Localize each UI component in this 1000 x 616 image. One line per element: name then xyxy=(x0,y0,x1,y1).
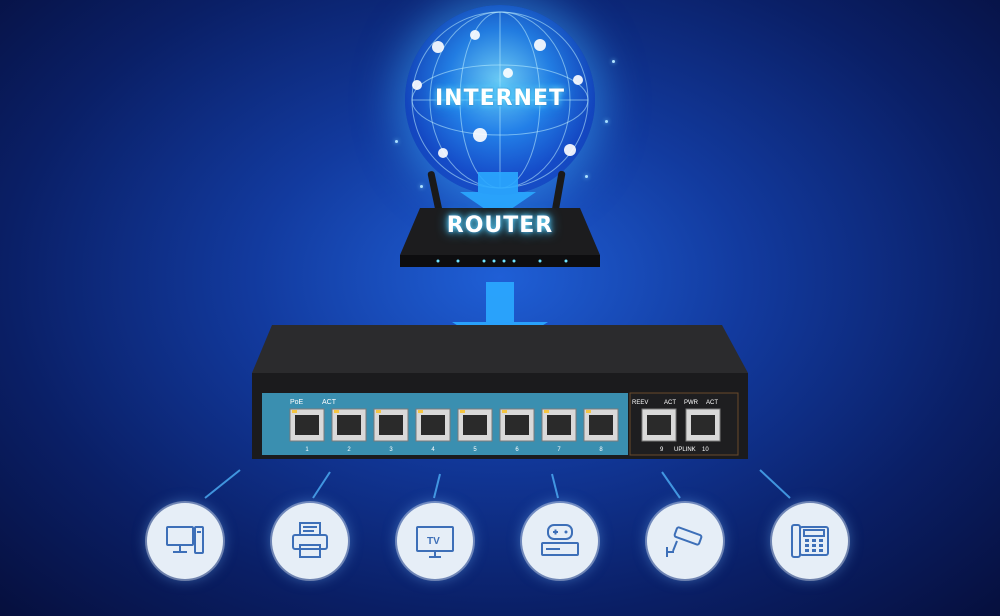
router-device xyxy=(400,170,600,267)
port-led xyxy=(586,410,591,413)
device-tv: TV xyxy=(397,503,473,579)
port-led xyxy=(292,410,297,413)
desk-phone-icon xyxy=(791,524,829,558)
port-number: 5 xyxy=(473,447,477,453)
link-icon xyxy=(534,39,546,51)
switch-act-label: ACT xyxy=(322,399,337,406)
ethernet-port-socket xyxy=(505,415,529,435)
port-number: 7 xyxy=(557,447,561,453)
ethernet-port-socket xyxy=(547,415,571,435)
home-icon xyxy=(412,80,422,90)
switch-poe-label: PoE xyxy=(290,399,304,406)
port-led xyxy=(334,410,339,413)
ethernet-port-socket xyxy=(295,415,319,435)
uplink-label: UPLINK xyxy=(674,447,696,453)
users-icon xyxy=(503,68,513,78)
internet-label: INTERNET xyxy=(434,86,566,111)
uplink-pwr-label: PWR xyxy=(684,400,699,406)
uplink-act2-label: ACT xyxy=(706,400,718,406)
router-label: ROUTER xyxy=(446,213,554,238)
port-led xyxy=(544,410,549,413)
port-number: 8 xyxy=(599,447,603,453)
lock-icon xyxy=(573,75,583,85)
uplink-port9-number: 9 xyxy=(660,447,664,453)
port-led xyxy=(418,410,423,413)
router-front xyxy=(400,255,600,267)
network-switch: PoE ACT 1 2 3 4 5 6 7 8 REEV ACT PWR ACT 9 UPLI… xyxy=(252,325,748,459)
ethernet-port-socket xyxy=(589,415,613,435)
security-camera-icon xyxy=(666,526,703,557)
connector-line xyxy=(312,471,331,499)
arrow-internet-to-router xyxy=(460,172,536,218)
signal-icon xyxy=(438,148,448,158)
port-number: 6 xyxy=(515,447,519,453)
connector-line xyxy=(204,469,241,499)
uplink-port-socket xyxy=(647,415,671,435)
device-game-console xyxy=(522,503,598,579)
uplink-port-socket xyxy=(691,415,715,435)
device-desk-phone xyxy=(772,503,848,579)
connector-line xyxy=(661,471,681,499)
connector-line xyxy=(551,473,559,499)
sparkle xyxy=(420,185,423,188)
ethernet-port-socket xyxy=(337,415,361,435)
ethernet-port-socket xyxy=(463,415,487,435)
uplink-port10-number: 10 xyxy=(702,447,709,453)
ethernet-port-socket xyxy=(421,415,445,435)
port-led xyxy=(376,410,381,413)
sparkle xyxy=(395,140,398,143)
uplink-reev-label: REEV xyxy=(632,400,648,406)
printer-icon xyxy=(292,522,328,558)
tv-icon-text: TV xyxy=(427,536,440,547)
port-number: 1 xyxy=(305,447,309,453)
port-number: 4 xyxy=(431,447,435,453)
port-led xyxy=(502,410,507,413)
device-security-camera xyxy=(647,503,723,579)
device-desktop xyxy=(147,503,223,579)
tv-icon: TV xyxy=(416,526,454,558)
globe-node-icon xyxy=(432,41,444,53)
desktop-computer-icon xyxy=(166,526,204,554)
sparkle xyxy=(612,60,615,63)
port-number: 2 xyxy=(347,447,351,453)
port-led xyxy=(460,410,465,413)
game-console-icon xyxy=(541,524,579,556)
uplink-act-label: ACT xyxy=(664,400,676,406)
router-top xyxy=(400,208,600,255)
connector-line xyxy=(759,469,791,499)
port-number: 3 xyxy=(389,447,393,453)
device-printer xyxy=(272,503,348,579)
ethernet-port-socket xyxy=(379,415,403,435)
connector-line xyxy=(433,473,441,499)
switch-top xyxy=(252,325,748,373)
location-pin-icon xyxy=(470,30,480,40)
cloud-icon xyxy=(564,144,576,156)
globe-network-lines xyxy=(411,11,589,189)
globe-small-icon xyxy=(473,128,487,142)
sparkle xyxy=(585,175,588,178)
sparkle xyxy=(605,120,608,123)
